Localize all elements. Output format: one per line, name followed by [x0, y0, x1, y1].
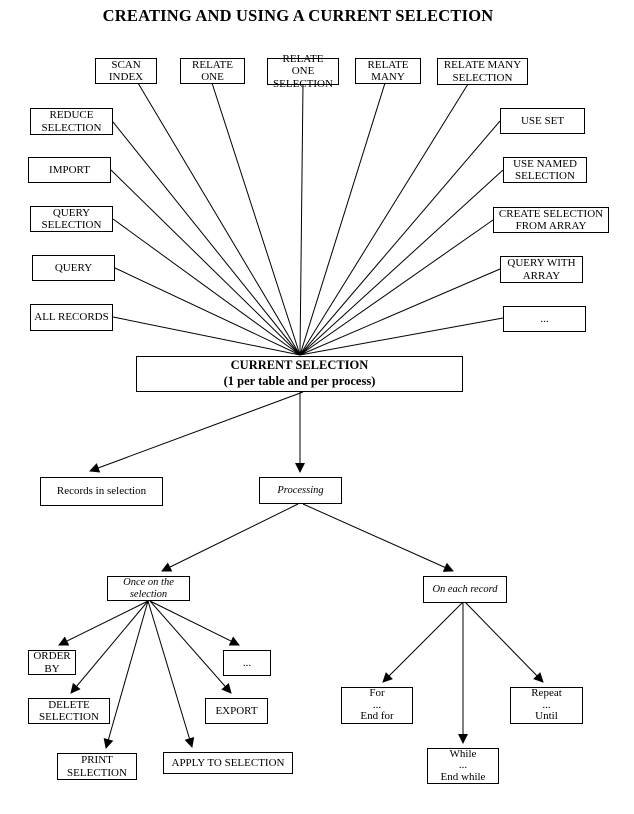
node-export: EXPORT [205, 698, 268, 724]
node-print-selection: PRINT SELECTION [57, 753, 137, 780]
diagram-title: CREATING AND USING A CURRENT SELECTION [102, 6, 494, 25]
node-for-loop: For ... End for [341, 687, 413, 724]
arrow-to-more-once-operations [149, 600, 240, 646]
arrow-to-print-selection [103, 600, 149, 749]
node-query: QUERY [32, 255, 115, 281]
arrow-to-on-each-record [302, 503, 454, 572]
node-relate-many-selection: RELATE MANY SELECTION [437, 58, 528, 85]
connector-relate-one [211, 82, 301, 356]
node-scan-index: SCAN INDEX [95, 58, 157, 84]
node-query-with-array: QUERY WITH ARRAY [500, 256, 583, 283]
node-records-in-selection: Records in selection [40, 477, 163, 506]
node-once-on-selection: Once on the selection [107, 576, 190, 601]
node-use-set: USE SET [500, 108, 585, 134]
node-on-each-record: On each record [423, 576, 507, 603]
arrow-to-delete-selection [70, 600, 149, 694]
connector-all-records [112, 316, 301, 356]
node-all-records: ALL RECORDS [30, 304, 113, 331]
connector-query [114, 267, 301, 356]
node-current-selection: CURRENT SELECTION (1 per table and per p… [136, 356, 463, 392]
arrow-to-apply-to-selection [147, 600, 195, 748]
arrow-to-export [149, 600, 232, 694]
arrow-to-once-on-selection [161, 503, 299, 572]
node-relate-many: RELATE MANY [355, 58, 421, 84]
node-delete-selection: DELETE SELECTION [28, 698, 110, 724]
node-more-sources: ... [503, 306, 586, 332]
node-while-loop: While ... End while [427, 748, 499, 784]
arrow-to-for-loop [382, 601, 464, 683]
node-relate-one: RELATE ONE [180, 58, 245, 84]
connector-relate-many [299, 82, 386, 356]
node-more-once-operations: ... [223, 650, 271, 676]
node-reduce-selection: REDUCE SELECTION [30, 108, 113, 135]
connector-relate-one-selection [299, 83, 304, 356]
connector-import [110, 169, 301, 356]
node-apply-to-selection: APPLY TO SELECTION [163, 752, 293, 774]
connector-relate-many-selection [299, 83, 469, 356]
arrow-to-repeat-loop [464, 601, 544, 683]
arrow-to-order-by [58, 600, 149, 646]
node-repeat-loop: Repeat ... Until [510, 687, 583, 724]
connector-create-selection-from-array [299, 219, 494, 356]
connector-query-with-array [299, 268, 501, 356]
arrow-to-records-in-selection [89, 391, 304, 473]
node-create-selection-from-array: CREATE SELECTION FROM ARRAY [493, 207, 609, 233]
node-import: IMPORT [28, 157, 111, 183]
connector-use-named-selection [299, 169, 504, 356]
connector-reduce-selection [112, 121, 301, 356]
node-relate-one-selection: RELATE ONE SELECTION [267, 53, 339, 90]
node-query-selection: QUERY SELECTION [30, 206, 113, 232]
connector-more-sources [299, 317, 504, 356]
node-processing: Processing [259, 477, 342, 504]
node-order-by: ORDER BY [28, 650, 76, 675]
connector-use-set [299, 120, 501, 356]
connector-scan-index [137, 82, 301, 356]
connector-query-selection [112, 218, 301, 356]
node-use-named-selection: USE NAMED SELECTION [503, 157, 587, 183]
